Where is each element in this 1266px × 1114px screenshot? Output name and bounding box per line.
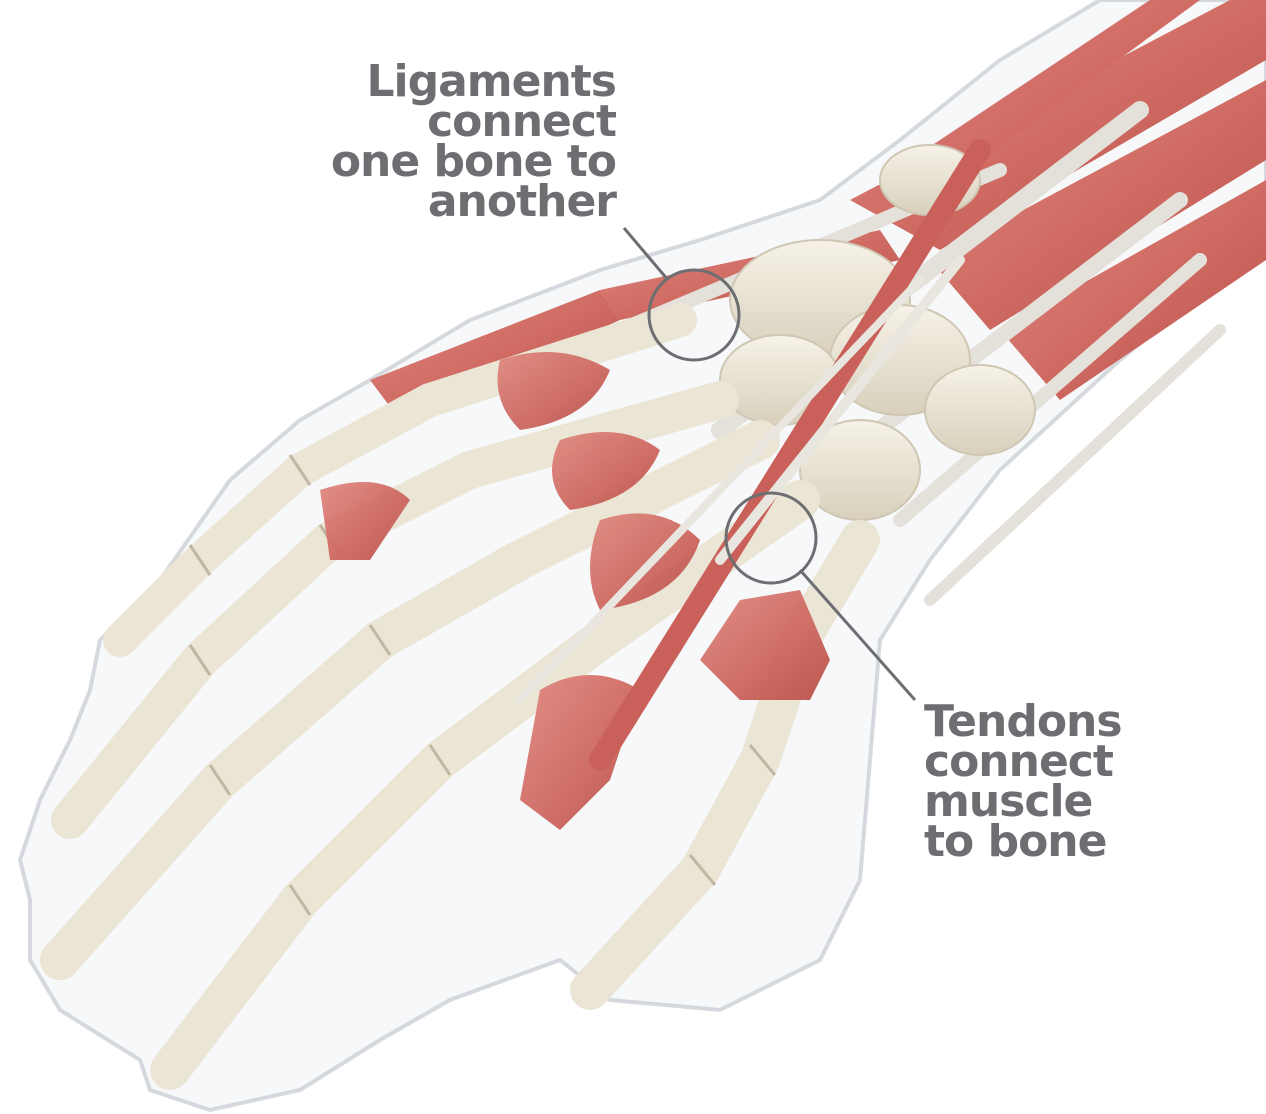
ligaments-label: Ligaments connect one bone to another bbox=[331, 62, 616, 222]
ligaments-label-line-4: another bbox=[331, 182, 616, 222]
tendons-label: Tendons connect muscle to bone bbox=[924, 702, 1122, 862]
tendons-label-line-4: to bone bbox=[924, 822, 1122, 862]
